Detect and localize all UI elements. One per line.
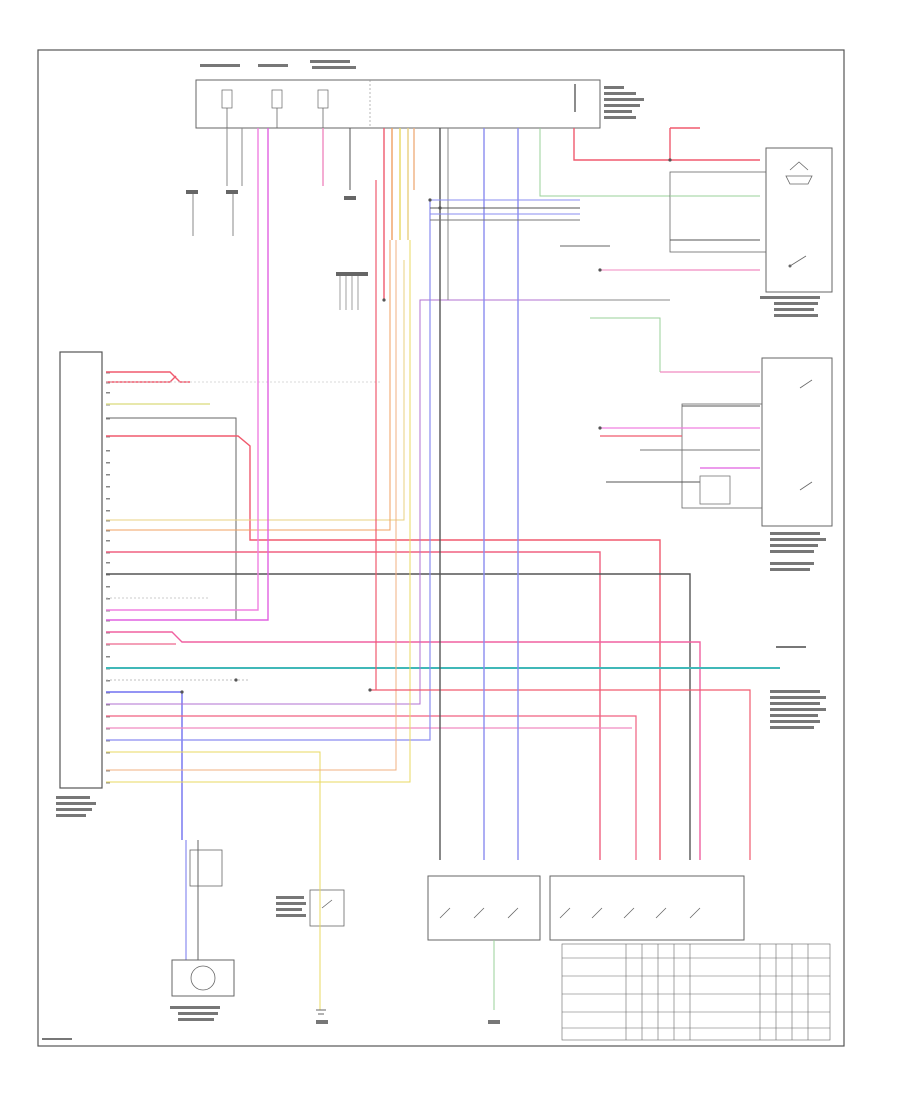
diagram-frame <box>37 49 845 1047</box>
fuse-box-tick-labels <box>200 60 644 119</box>
legend-table <box>561 943 831 1041</box>
connector-dots <box>180 158 672 694</box>
top-left-ground-markers <box>186 190 368 310</box>
bottom-ground-markers <box>42 1020 500 1040</box>
switch-caption-ticks <box>276 896 306 917</box>
bottom-connector-left <box>427 875 541 1010</box>
lamp-icon <box>785 161 813 185</box>
module-pin-ticks <box>106 372 110 784</box>
fuse-3 <box>317 89 329 128</box>
right-middle-caption-ticks <box>770 532 826 571</box>
left-control-module <box>56 351 110 817</box>
ground-icon <box>316 1009 326 1015</box>
motor-icon <box>171 959 235 997</box>
right-middle-component <box>600 357 833 571</box>
top-fuse-box <box>195 60 644 129</box>
fuse-1 <box>221 89 233 128</box>
right-lower-caption-ticks <box>770 646 826 729</box>
interlock-switch-icon <box>799 379 813 491</box>
motor-caption-ticks <box>170 1006 220 1021</box>
bottom-middle-switch <box>276 860 345 1015</box>
top-box-drops <box>226 128 670 860</box>
top-right-component <box>669 127 833 317</box>
switch-icon <box>788 255 807 268</box>
center-crosslinks <box>430 199 670 372</box>
bottom-left-motor <box>170 840 235 1021</box>
top-right-caption-ticks <box>760 296 820 317</box>
module-caption-ticks <box>56 796 96 817</box>
bottom-connector-right <box>549 875 745 941</box>
fuse-2 <box>271 89 283 128</box>
module-harness <box>106 140 780 860</box>
